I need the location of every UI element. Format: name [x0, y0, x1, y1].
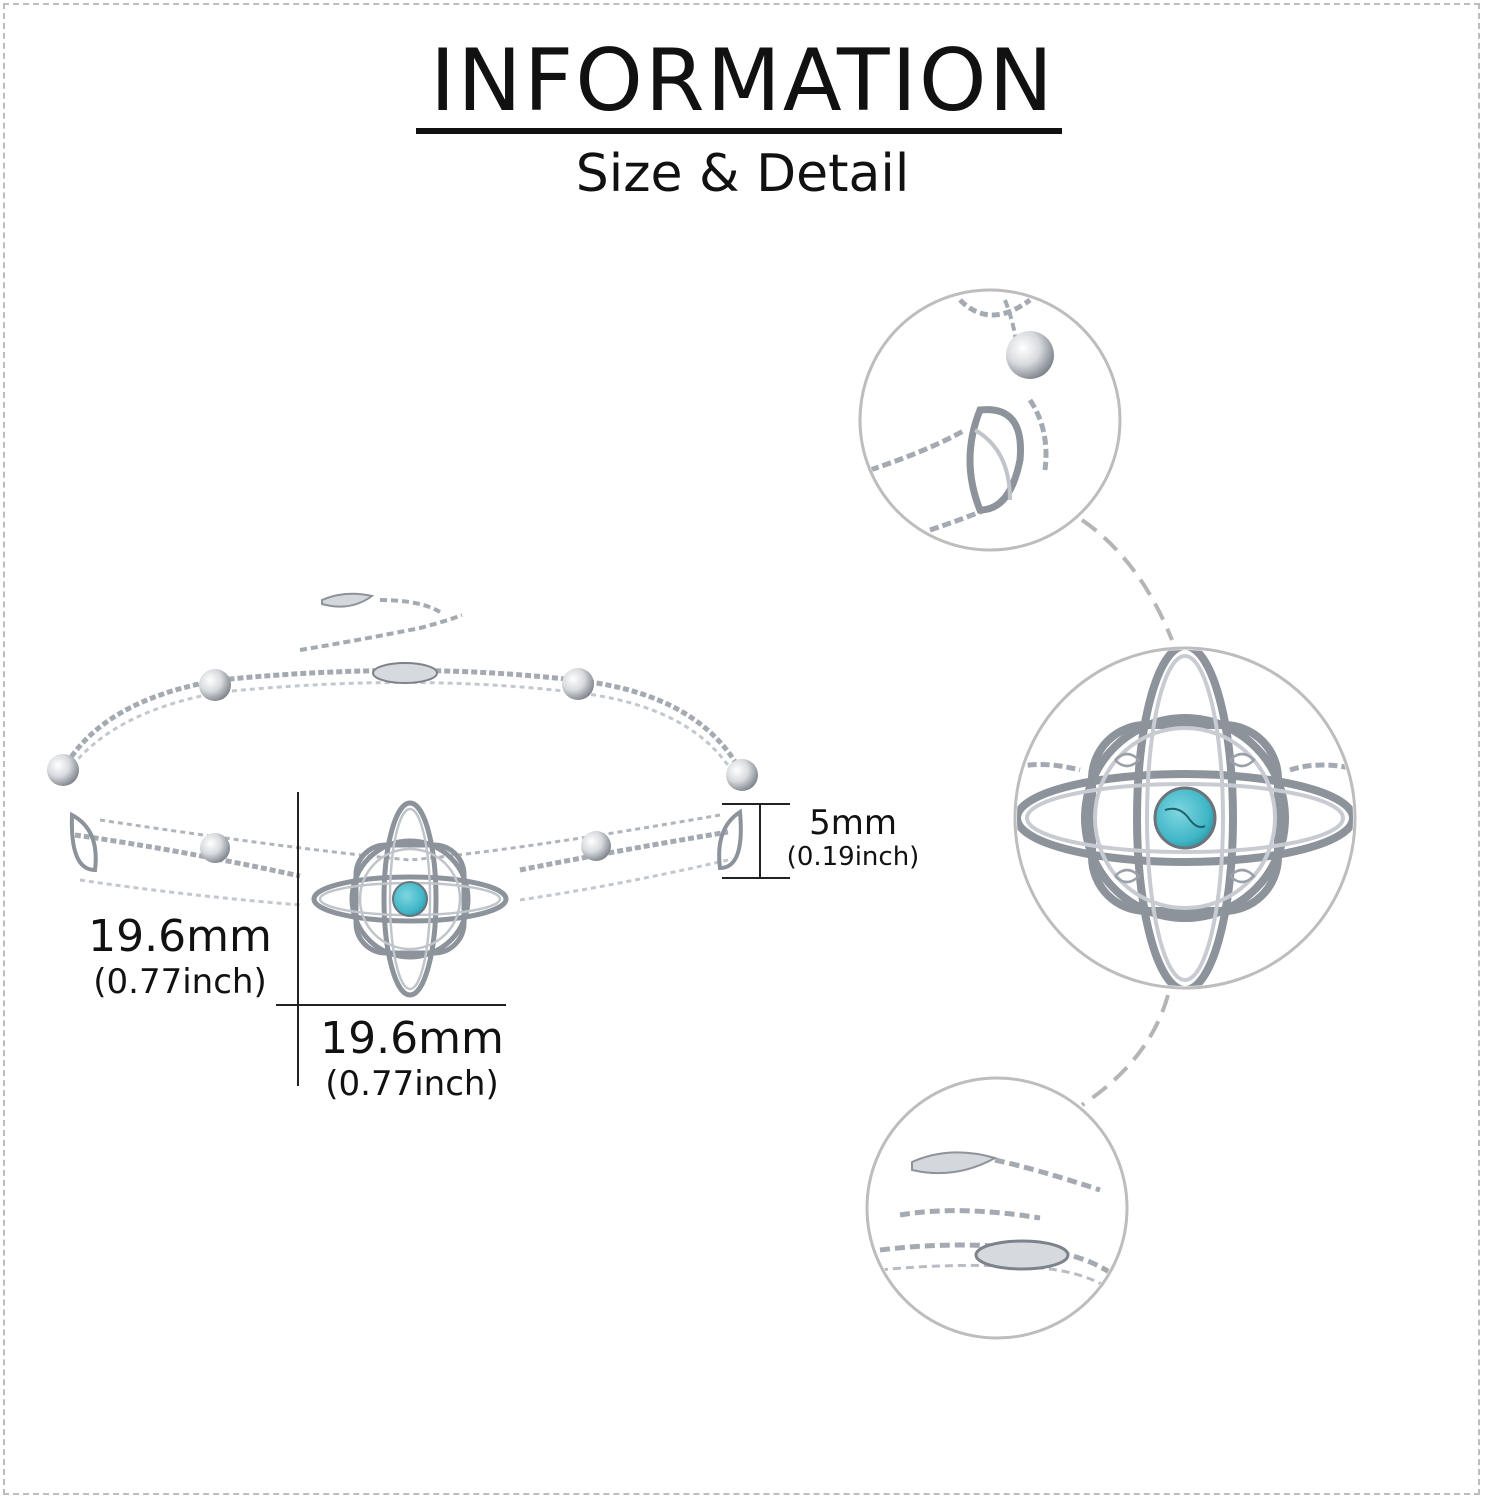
pendant-width-label: 19.6mm (0.77inch)	[312, 1013, 512, 1104]
pendant-width-mm: 19.6mm	[320, 1013, 504, 1064]
pendant-height-label: 19.6mm (0.77inch)	[80, 911, 280, 1002]
pendant-height-mm: 19.6mm	[88, 911, 272, 962]
detail-circle-clasp	[865, 1076, 1129, 1340]
pendant	[311, 800, 509, 998]
chain-width-mm: 5mm	[809, 803, 897, 843]
page-title: INFORMATION	[430, 31, 1055, 131]
chain-width-label: 5mm (0.19inch)	[778, 803, 928, 873]
dimension-lines	[276, 792, 790, 1086]
page-subtitle: Size & Detail	[575, 144, 910, 204]
pendant-height-inch: (0.77inch)	[93, 961, 267, 1002]
connector-top	[1080, 518, 1174, 641]
bracelet-illustration	[47, 592, 758, 998]
page-frame	[3, 3, 1480, 1495]
connector-bottom	[1080, 994, 1170, 1107]
detail-circle-pendant	[1013, 646, 1357, 990]
detail-circle-chain	[858, 288, 1122, 552]
title-underline	[416, 128, 1062, 134]
chain-width-inch: (0.19inch)	[786, 842, 920, 873]
pendant-width-inch: (0.77inch)	[325, 1063, 499, 1104]
